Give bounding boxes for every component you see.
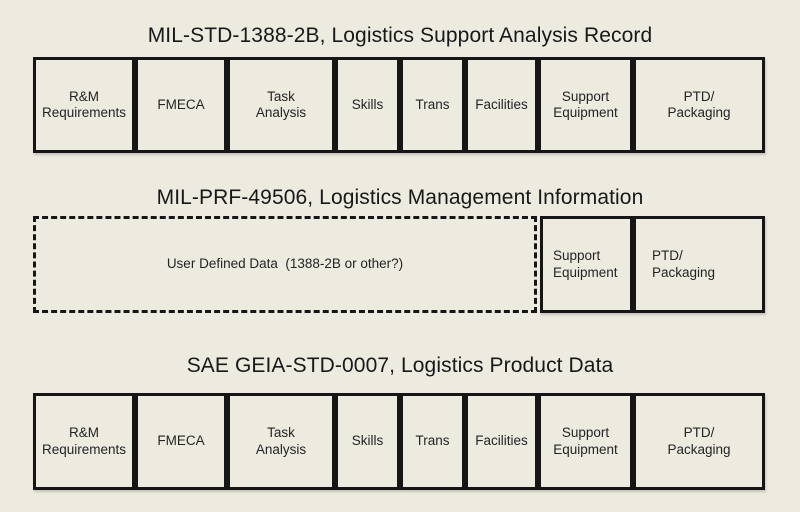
box-label: Task Analysis: [255, 88, 307, 120]
box-skills: Skills: [335, 57, 400, 153]
box-label: Facilities: [475, 433, 528, 449]
box-skills: Skills: [335, 393, 400, 490]
box-label: PTD/ Packaging: [652, 248, 716, 280]
box-support-equipment: Support Equipment: [538, 393, 633, 490]
box-ptd-packaging: PTD/ Packaging: [633, 57, 765, 153]
section-title-mil-std-1388-2b: MIL-STD-1388-2B, Logistics Support Analy…: [147, 24, 653, 47]
box-label: PTD/ Packaging: [667, 88, 731, 120]
box-trans: Trans: [400, 57, 465, 153]
box-facilities: Facilities: [465, 393, 538, 490]
box-label: Skills: [351, 96, 384, 112]
section-mil-std-1388-2b-row: R&M Requirements FMECA Task Analysis Ski…: [33, 57, 765, 153]
box-task-analysis: Task Analysis: [227, 57, 335, 153]
box-rm-requirements: R&M Requirements: [33, 393, 135, 490]
box-label: User Defined Data (1388-2B or other?): [166, 256, 404, 272]
section-title-mil-prf-49506: MIL-PRF-49506, Logistics Management Info…: [156, 186, 644, 209]
box-label: Support Equipment: [553, 248, 618, 280]
box-label: Support Equipment: [553, 425, 618, 457]
box-label: PTD/ Packaging: [667, 425, 731, 457]
box-label: Trans: [415, 433, 450, 449]
box-label: Skills: [351, 433, 384, 449]
box-fmeca: FMECA: [135, 393, 227, 490]
box-label: FMECA: [157, 433, 205, 449]
box-user-defined-data: User Defined Data (1388-2B or other?): [33, 216, 537, 313]
box-ptd-packaging: PTD/ Packaging: [633, 216, 765, 313]
box-rm-requirements: R&M Requirements: [33, 57, 135, 153]
section-mil-prf-49506-row: User Defined Data (1388-2B or other?) Su…: [33, 216, 765, 313]
section-title-sae-geia-std-0007: SAE GEIA-STD-0007, Logistics Product Dat…: [186, 354, 614, 377]
box-trans: Trans: [400, 393, 465, 490]
box-label: R&M Requirements: [41, 88, 127, 120]
section-sae-geia-std-0007-row: R&M Requirements FMECA Task Analysis Ski…: [33, 393, 765, 490]
box-task-analysis: Task Analysis: [227, 393, 335, 490]
box-label: FMECA: [157, 96, 205, 112]
box-label: Support Equipment: [553, 88, 618, 120]
box-fmeca: FMECA: [135, 57, 227, 153]
box-support-equipment: Support Equipment: [538, 57, 633, 153]
box-label: Task Analysis: [255, 425, 307, 457]
box-label: R&M Requirements: [41, 425, 127, 457]
box-facilities: Facilities: [465, 57, 538, 153]
box-support-equipment: Support Equipment: [540, 216, 633, 313]
box-label: Trans: [415, 96, 450, 112]
box-label: Facilities: [475, 96, 528, 112]
box-ptd-packaging: PTD/ Packaging: [633, 393, 765, 490]
